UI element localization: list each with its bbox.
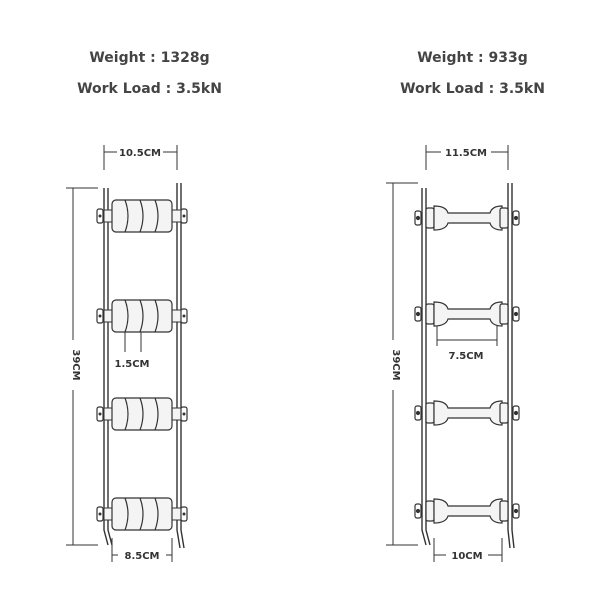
left-bottom-width-label: 8.5CM [124,551,159,562]
left-height-label: 39CM [70,349,81,380]
right-rung-length-label: 7.5CM [448,351,483,362]
right-top-width-label: 11.5CM [445,148,487,159]
left-rung-1 [96,199,188,233]
left-ladder-rails [103,183,185,549]
left-top-width-dimension [103,145,178,170]
right-height-dimension [386,182,418,546]
left-rung-2 [96,299,188,333]
left-height-dimension [66,187,98,546]
right-rung-length-dimension [436,326,498,346]
right-ladder: 11.5CM 39CM 7.5CM 10CM [386,145,520,562]
right-bottom-width-label: 10CM [451,551,482,562]
left-work-load-label: Work Load : 3.5kN [77,81,222,97]
right-ladder-rails [421,183,515,549]
left-rung-4 [96,497,188,531]
right-height-label: 39CM [390,349,401,380]
right-rung-2 [414,301,520,327]
left-spacing-dimension [124,332,142,352]
right-work-load-label: Work Load : 3.5kN [400,81,545,97]
left-ladder: 10.5CM 39CM 1.5CM 8.5CM [66,145,188,562]
right-bottom-width-dimension [433,538,503,562]
right-rung-4 [414,498,520,524]
left-weight-label: Weight : 1328g [89,50,210,66]
left-spacing-label: 1.5CM [114,359,149,370]
right-weight-label: Weight : 933g [417,50,528,66]
left-rung-3 [96,397,188,431]
right-top-width-dimension [425,145,509,170]
left-top-width-label: 10.5CM [119,148,161,159]
right-rung-1 [414,205,520,231]
right-rung-3 [414,400,520,426]
left-bottom-width-dimension [111,538,173,562]
